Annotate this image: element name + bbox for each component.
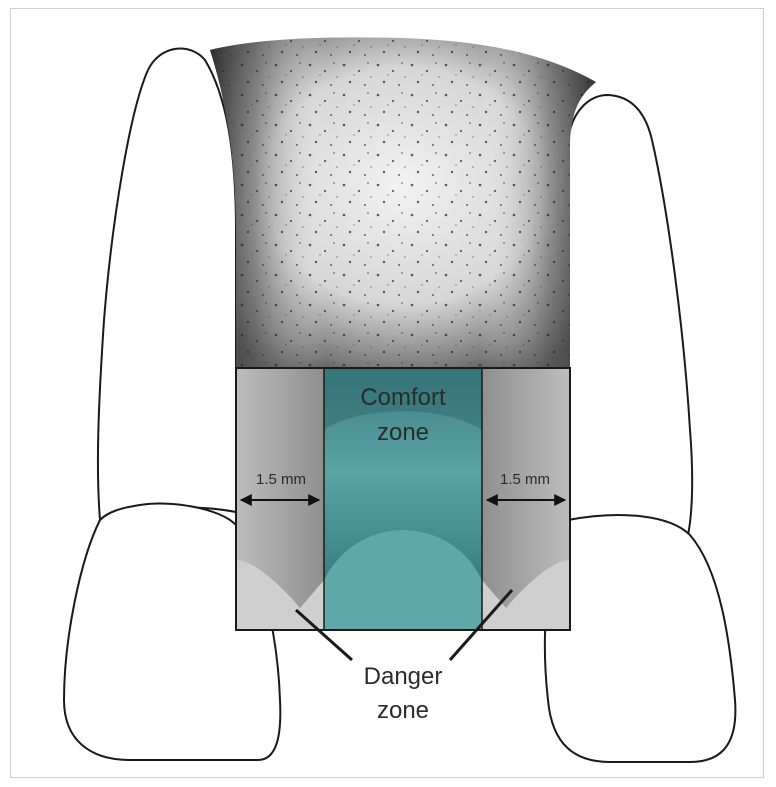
comfort-zone-label-line2: zone <box>377 419 429 446</box>
danger-zone-label-line1: Danger <box>364 663 443 690</box>
left-tooth-root <box>98 49 236 520</box>
right-tooth-root <box>568 95 692 535</box>
left-measure-label: 1.5 mm <box>256 471 306 488</box>
danger-zone-label-line2: zone <box>377 697 429 724</box>
right-measure-label: 1.5 mm <box>500 471 550 488</box>
right-tooth-crown <box>545 515 735 762</box>
comfort-zone-label-line1: Comfort <box>360 384 446 411</box>
alveolar-bone-texture <box>210 37 596 368</box>
